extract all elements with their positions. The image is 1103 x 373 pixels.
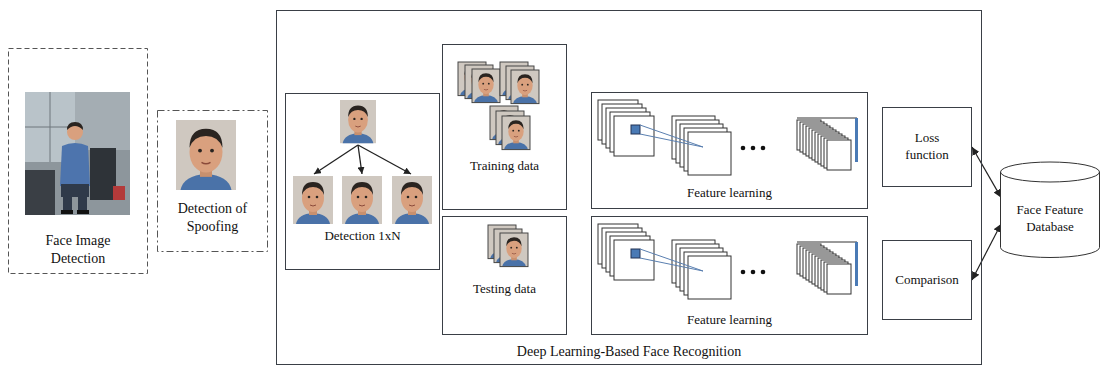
testing-thumbnails xyxy=(500,233,528,267)
person-photo xyxy=(75,92,130,150)
node-label: Detection 1xN xyxy=(324,228,400,245)
group-caption: Deep Learning-Based Face Recognition xyxy=(517,343,741,361)
network-box: Feature learning xyxy=(591,92,868,209)
node-label: Face Image Detection xyxy=(28,232,128,268)
process-box: Detection 1xN xyxy=(285,93,440,270)
detection-tree xyxy=(314,145,358,174)
person-photo xyxy=(77,210,89,214)
node-label: Comparison xyxy=(895,272,959,289)
person-photo xyxy=(61,184,89,197)
detection-tree xyxy=(342,176,382,224)
node-label: Testing data xyxy=(473,281,536,298)
connector-arrow xyxy=(972,147,1001,197)
detection-tree xyxy=(293,176,333,224)
dashdot-panel: Detection of Spoofing xyxy=(157,110,268,252)
person-photo xyxy=(61,210,73,214)
detection-tree xyxy=(392,176,432,224)
detection-tree xyxy=(358,145,362,174)
training-thumbnails xyxy=(502,116,530,150)
cnn-illustration xyxy=(598,224,858,299)
node-label: Training data xyxy=(470,158,539,175)
person-photo xyxy=(67,122,83,130)
cylinder-body xyxy=(1001,162,1100,258)
network-box: Feature learning xyxy=(591,216,868,335)
cylinder-rim xyxy=(1001,172,1100,182)
person-photo xyxy=(113,186,125,200)
person-photo xyxy=(90,148,116,200)
node-label: Loss function xyxy=(896,130,958,164)
detection-tree xyxy=(340,100,376,143)
training-thumbnails xyxy=(472,69,500,103)
data-box: Testing data xyxy=(442,216,567,335)
node-label: Feature learning xyxy=(687,185,772,202)
panel-outline xyxy=(9,49,148,274)
node-label: Face Feature Database xyxy=(1005,202,1095,236)
group-box: Detection 1xNTraining dataTesting dataFe… xyxy=(276,10,982,365)
detection-tree xyxy=(293,100,432,224)
node-label: Feature learning xyxy=(687,312,772,329)
testing-thumbnails xyxy=(488,225,528,267)
detection-tree xyxy=(358,145,411,174)
training-thumbnails xyxy=(458,62,539,150)
training-thumbnails xyxy=(511,70,539,104)
node-label: Detection of Spoofing xyxy=(163,200,263,236)
face-photo xyxy=(176,120,236,190)
person-photo xyxy=(25,92,130,215)
person-photo xyxy=(78,196,87,211)
panel-outline xyxy=(158,111,268,252)
connector-arrow xyxy=(972,224,1001,280)
cnn-illustration xyxy=(598,100,858,175)
person-photo xyxy=(60,143,90,186)
dashed-panel: Face Image Detection xyxy=(8,48,148,274)
person-photo xyxy=(25,92,130,215)
face-photo xyxy=(176,120,236,190)
process-box: Loss function xyxy=(882,107,972,187)
person-photo xyxy=(25,170,55,215)
person-photo xyxy=(63,196,72,211)
database-cylinder: Face Feature Database xyxy=(1000,162,1100,258)
data-box: Training data xyxy=(442,44,567,210)
cnn-illustration xyxy=(598,100,858,299)
process-box: Comparison xyxy=(882,240,972,320)
